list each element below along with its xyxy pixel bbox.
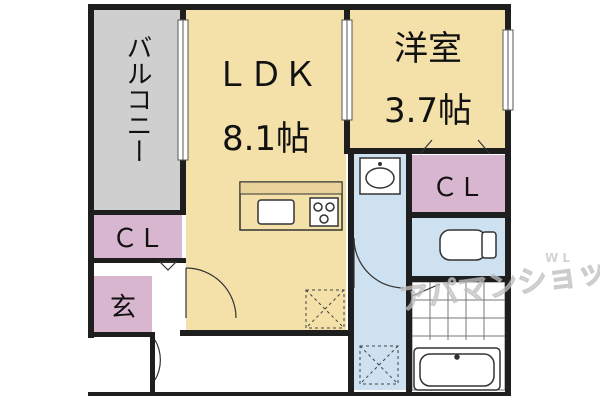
ventilation-marks [305,289,399,385]
ldk-label: ＬＤＫ [215,55,317,95]
western-room-floor [350,10,505,150]
toilet-icon [439,229,497,261]
stove-icon [309,197,339,227]
ldk-floor [186,10,346,332]
kitchen-counter [239,181,343,231]
doors [154,139,491,381]
ldk-area: 8.1帖 [222,119,310,159]
entrance-floor [94,276,152,334]
closet-entry-floor [94,214,182,260]
balcony-label: バルコニー [122,34,152,164]
western-room-area: 3.7帖 [384,91,472,131]
kitchen-sink [257,199,295,225]
washbasin [359,157,401,195]
windows [177,19,514,161]
closet-entry-label: ＣＬ [112,224,164,254]
balcony-floor [94,10,180,210]
closet-bedroom-label: ＣＬ [432,173,484,203]
closet-bedroom-floor [412,155,505,213]
entrance-label: 玄 [110,293,136,323]
bathtub [413,347,501,391]
watermark-sub: W L [545,251,570,265]
western-room-label: 洋室 [394,29,462,69]
